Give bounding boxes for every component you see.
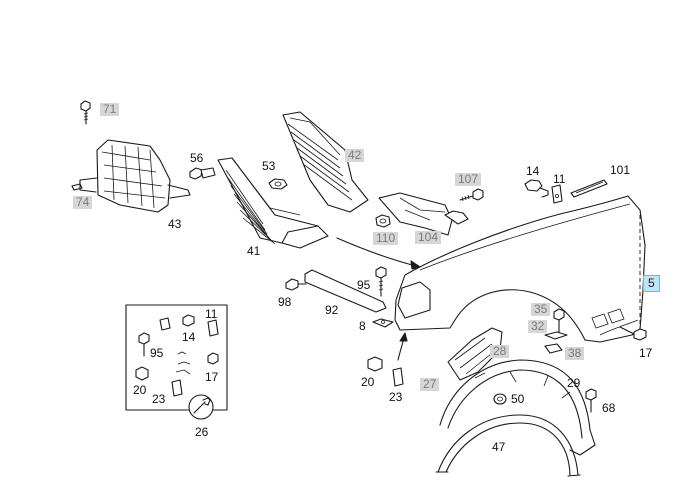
nut-20-icon [367,356,383,372]
fender-liner-29-icon [439,359,596,456]
screw-68-icon [585,388,597,413]
label-104[interactable]: 104 [415,231,442,244]
label-56[interactable]: 56 [190,151,204,165]
label-28[interactable]: 28 [490,345,510,358]
label-47[interactable]: 47 [492,440,506,454]
label-43[interactable]: 43 [168,217,182,231]
label-14-kit[interactable]: 14 [182,330,196,344]
screw-35-icon [553,308,565,333]
clip-8-icon [372,318,394,328]
label-38[interactable]: 38 [565,347,585,360]
bolt-71-icon [80,100,91,125]
label-11-kit[interactable]: 11 [205,307,218,321]
bracket-104-icon [375,192,469,236]
label-101[interactable]: 101 [610,163,631,177]
label-8[interactable]: 8 [359,319,366,333]
kit-small-clips-icon [175,351,191,375]
label-74[interactable]: 74 [73,196,93,209]
bolt-56-icon [189,167,216,180]
label-29[interactable]: 29 [567,376,581,390]
label-17-kit[interactable]: 17 [205,370,219,384]
kit-screw-95-icon [138,332,150,357]
clip-32-icon [544,331,568,340]
air-duct-42-icon [282,111,369,213]
label-41[interactable]: 41 [247,244,261,258]
label-110[interactable]: 110 [373,232,399,245]
screw-95-icon [375,266,387,297]
label-17-right[interactable]: 17 [639,346,653,360]
label-107[interactable]: 107 [455,173,482,186]
label-23-center[interactable]: 23 [389,390,403,404]
label-14-top[interactable]: 14 [526,164,540,178]
label-26[interactable]: 26 [195,425,209,439]
label-95-kit[interactable]: 95 [150,346,164,360]
label-27[interactable]: 27 [420,378,440,391]
bolt-98-icon [285,278,307,291]
clip-38-icon [544,343,563,354]
bolt-107-icon [459,188,484,202]
label-32[interactable]: 32 [528,320,548,333]
label-71[interactable]: 71 [100,103,120,116]
grommet-50-icon [493,393,507,405]
kit-nut-14-icon [182,314,195,327]
label-98[interactable]: 98 [278,295,292,309]
trim-strip-101-icon [570,179,608,198]
kit-nut-20-icon [135,366,149,381]
arch-extension-27-icon [447,327,503,381]
label-5[interactable]: 5 [643,275,660,292]
nut-53-icon [268,178,288,190]
nut-14-icon [524,179,549,198]
label-50[interactable]: 50 [511,392,525,406]
label-68[interactable]: 68 [602,401,616,415]
screw-17-icon [619,326,647,341]
kit-plug-icon [159,317,171,331]
clip-11-icon [551,184,563,204]
label-95-center[interactable]: 95 [357,278,371,292]
clip-23-icon [392,367,404,387]
label-11-top[interactable]: 11 [553,172,566,186]
label-20-kit[interactable]: 20 [133,383,147,397]
label-53[interactable]: 53 [262,159,276,173]
wrench-26-icon [188,394,214,420]
lower-liner-47-icon [435,414,581,477]
label-42[interactable]: 42 [345,149,365,162]
grille-bracket-43-icon [71,139,191,213]
kit-clip-11-icon [207,319,219,337]
kit-clip-23-icon [171,379,183,397]
grille-41-icon [217,157,329,249]
label-23-kit[interactable]: 23 [152,392,166,406]
label-35[interactable]: 35 [531,303,551,316]
label-92[interactable]: 92 [325,303,339,317]
strip-92-icon [304,269,387,313]
label-20-center[interactable]: 20 [361,375,375,389]
kit-screw-17-icon [207,352,219,365]
